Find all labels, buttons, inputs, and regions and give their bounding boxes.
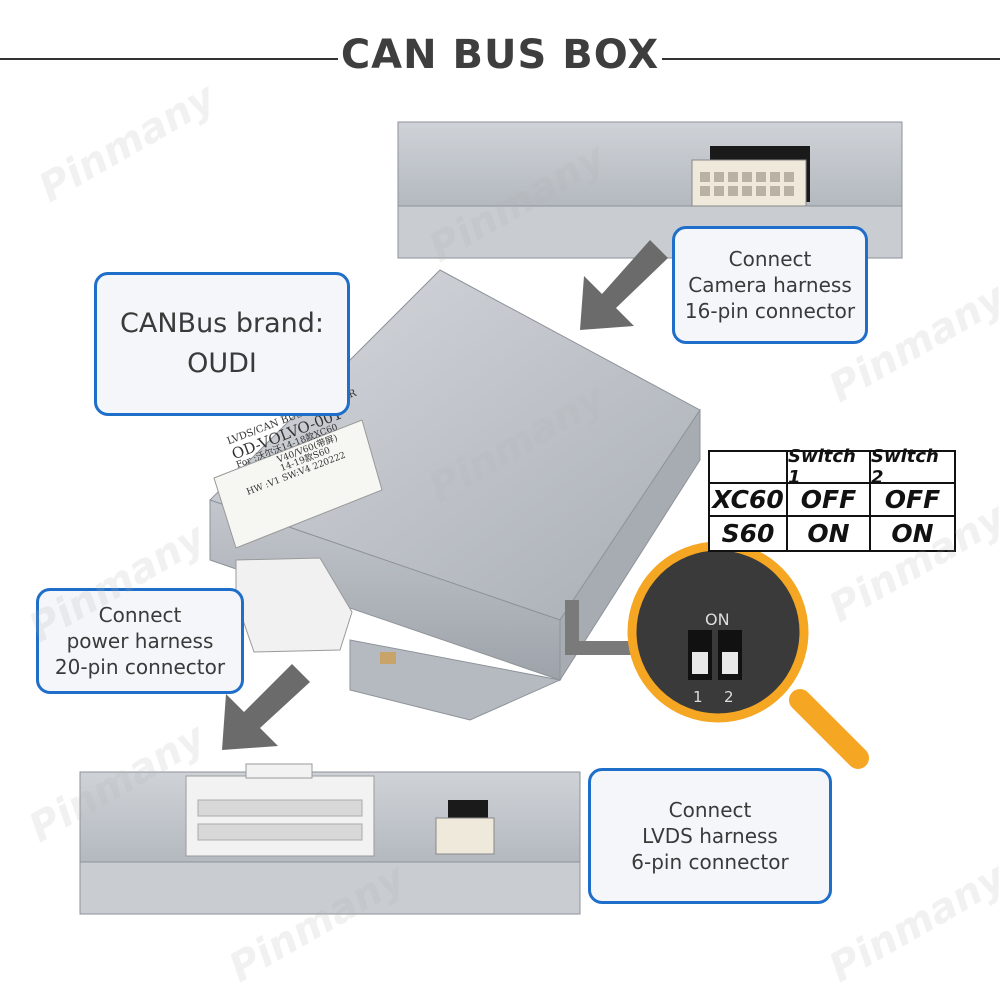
- callout-lvds-line-1: Connect: [668, 798, 752, 822]
- magnifier: [627, 541, 869, 769]
- callout-power-line-2: power harness: [66, 629, 214, 653]
- model-s60: S60: [710, 517, 788, 550]
- model-xc60: XC60: [710, 484, 788, 517]
- callout-camera-line-3: 16-pin connector: [684, 299, 856, 323]
- switch-table-corner: [710, 452, 788, 484]
- s60-switch-1: ON: [788, 517, 871, 550]
- callout-lvds-line-2: LVDS harness: [642, 824, 778, 848]
- page-title: CAN BUS BOX: [340, 32, 660, 78]
- xc60-switch-1: OFF: [788, 484, 871, 517]
- callout-brand: CANBus brand: OUDI: [94, 272, 350, 416]
- switch-table: Switch 1 Switch 2 XC60 OFF OFF S60 ON ON: [708, 446, 956, 552]
- switch-2-header: Switch 2: [871, 446, 954, 488]
- callout-camera: Connect Camera harness 16-pin connector: [672, 226, 868, 344]
- callout-power-line-1: Connect: [98, 603, 182, 627]
- camera-side-panel: [397, 121, 903, 259]
- dip-number-2: 2: [724, 688, 734, 706]
- callout-camera-line-1: Connect: [728, 247, 812, 271]
- dip-on-label: ON: [705, 610, 730, 629]
- callout-brand-line-1: CANBus brand:: [120, 307, 324, 339]
- switch-1-header: Switch 1: [788, 446, 871, 488]
- xc60-switch-2: OFF: [871, 484, 954, 517]
- callout-power-line-3: 20-pin connector: [54, 655, 226, 679]
- callout-brand-line-2: OUDI: [187, 348, 257, 379]
- arrows: [222, 240, 668, 750]
- callout-power: Connect power harness 20-pin connector: [36, 588, 244, 694]
- title-rule-left: [0, 58, 338, 60]
- title-rule-right: [662, 58, 1000, 60]
- can-bus-box: [209, 269, 701, 721]
- callout-lvds-line-3: 6-pin connector: [631, 850, 789, 874]
- callout-lvds: Connect LVDS harness 6-pin connector: [588, 768, 832, 904]
- s60-switch-2: ON: [891, 519, 934, 548]
- callout-camera-line-2: Camera harness: [688, 273, 852, 297]
- bottom-side-panel: [79, 763, 581, 915]
- dip-number-1: 1: [693, 688, 703, 706]
